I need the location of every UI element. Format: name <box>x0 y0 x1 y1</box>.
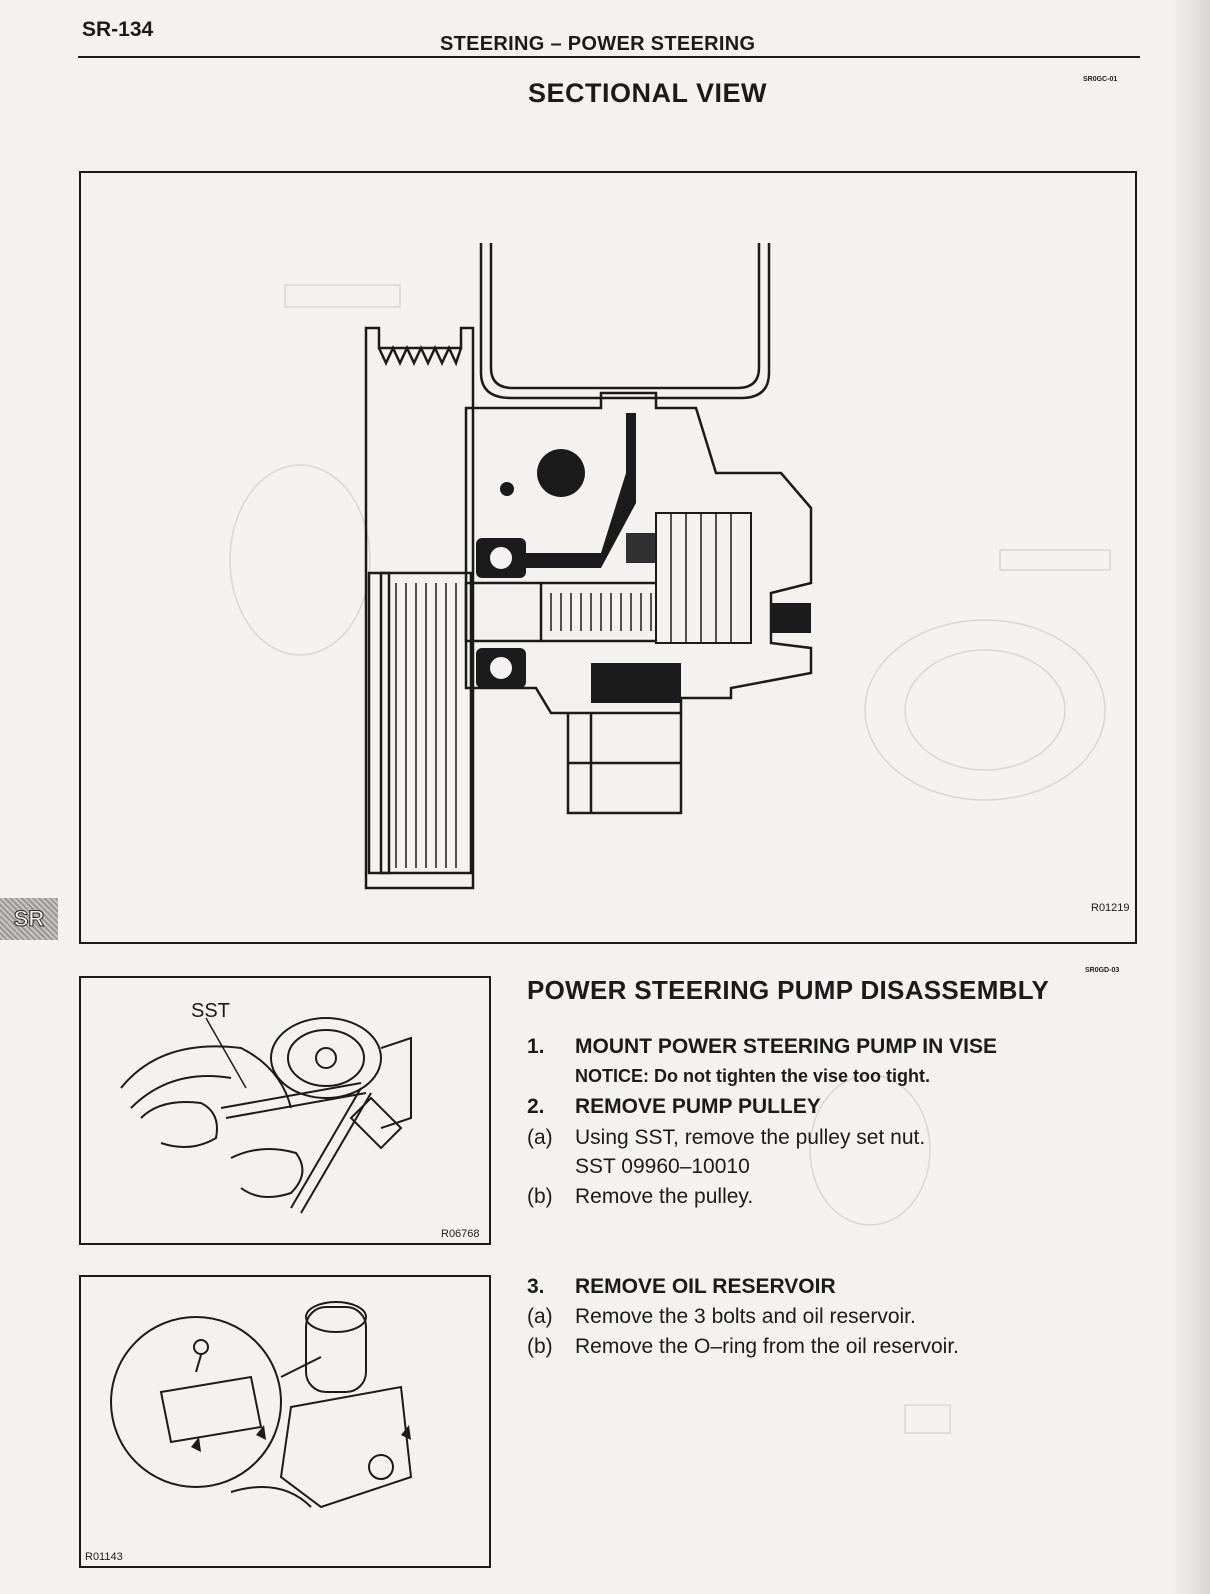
pump-cross-section-drawing <box>364 243 813 890</box>
page-number: SR-134 <box>82 18 154 41</box>
sectional-view-figure: R01219 <box>79 171 1137 944</box>
header-rule <box>78 56 1140 58</box>
step-2-text: REMOVE PUMP PULLEY <box>575 1095 821 1118</box>
page-edge-shadow <box>1170 0 1210 1594</box>
step-2b-text: Remove the pulley. <box>575 1185 754 1208</box>
sst-wrench-drawing <box>120 1017 412 1214</box>
step-3-number: 3. <box>527 1275 545 1298</box>
disassembly-title: POWER STEERING PUMP DISASSEMBLY <box>527 975 1050 1005</box>
step-2b-number: (b) <box>527 1185 553 1208</box>
step-3-text: REMOVE OIL RESERVOIR <box>575 1275 836 1298</box>
section-heading: STEERING – POWER STEERING <box>440 33 756 55</box>
figure2-code: R01143 <box>85 1551 123 1563</box>
figure1-code: R06768 <box>441 1228 480 1240</box>
sectional-view-title: SECTIONAL VIEW <box>528 78 768 108</box>
step-2a-text: Using SST, remove the pulley set nut. <box>575 1126 926 1149</box>
step-2-number: 2. <box>527 1095 545 1118</box>
sst-part-number: SST 09960–10010 <box>575 1155 750 1178</box>
sectional-figure-code: R01219 <box>1091 902 1130 914</box>
step-3a-number: (a) <box>527 1305 553 1328</box>
reservoir-removal-figure: R01143 <box>79 1275 491 1568</box>
reservoir-bolts-drawing <box>110 1301 413 1509</box>
vise-notice: NOTICE: Do not tighten the vise too tigh… <box>575 1066 930 1086</box>
sectional-doc-code: SR0GC-01 <box>1083 76 1118 83</box>
step-3b-text: Remove the O–ring from the oil reservoir… <box>575 1335 959 1358</box>
disassembly-doc-code: SR0GD-03 <box>1085 967 1120 974</box>
step-3a-text: Remove the 3 bolts and oil reservoir. <box>575 1305 916 1328</box>
step-1-text: MOUNT POWER STEERING PUMP IN VISE <box>575 1035 997 1058</box>
step-3b-number: (b) <box>527 1335 553 1358</box>
step-2a-number: (a) <box>527 1126 553 1149</box>
pulley-removal-figure: SST R06768 <box>79 976 491 1245</box>
step-1-number: 1. <box>527 1035 545 1058</box>
section-tab-sr[interactable]: SR <box>0 898 58 940</box>
sst-label: SST <box>191 1000 230 1022</box>
